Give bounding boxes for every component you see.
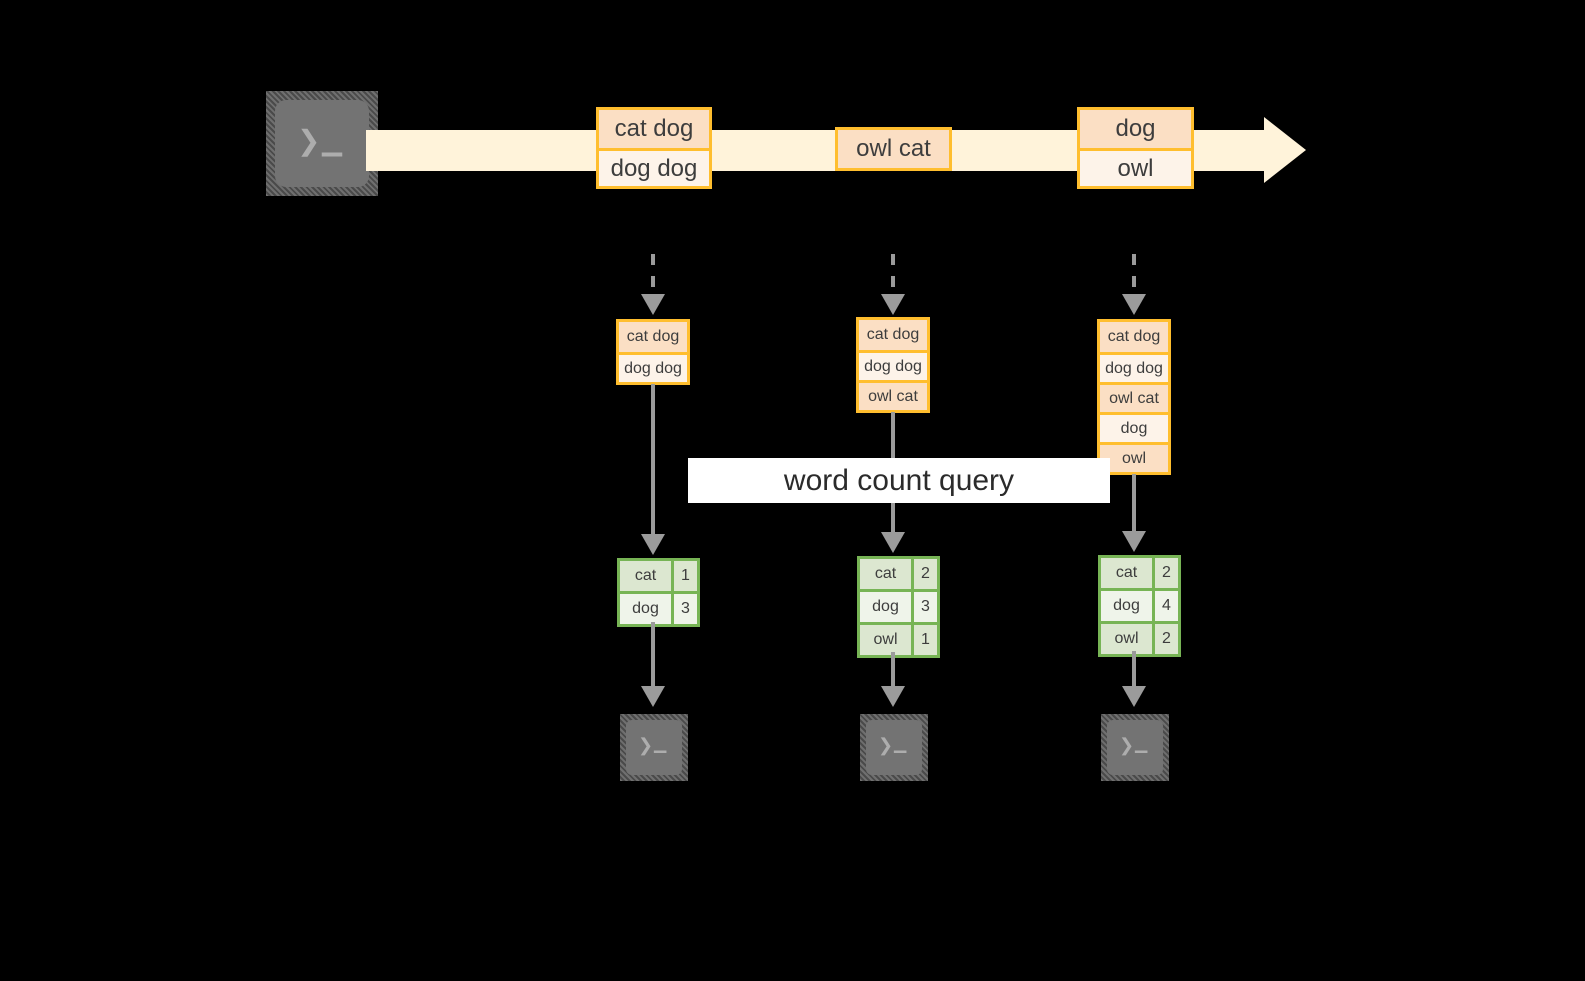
snapshot-row: dog dog xyxy=(859,350,927,380)
query-arrowhead-1 xyxy=(641,534,665,555)
result-count: 3 xyxy=(911,592,937,622)
snapshot-row: cat dog xyxy=(859,320,927,350)
materialize-connector-1 xyxy=(651,254,655,296)
terminal-cursor-glyph: ▁ xyxy=(322,126,342,156)
query-arrowhead-3 xyxy=(1122,531,1146,552)
result-word: dog xyxy=(860,592,911,622)
snapshot-row: cat dog xyxy=(1100,322,1168,352)
result-row: owl 1 xyxy=(860,622,937,655)
result-count: 2 xyxy=(911,559,937,589)
terminal-prompt-glyph: ❯ xyxy=(638,735,654,755)
sink-arrowhead-3 xyxy=(1122,686,1146,707)
snapshot-row: owl cat xyxy=(1100,382,1168,412)
snapshot-row: dog dog xyxy=(1100,352,1168,382)
terminal-prompt-glyph: ❯ xyxy=(1119,735,1135,755)
snapshot-2: cat dog dog dog owl cat xyxy=(856,317,930,413)
result-count: 1 xyxy=(671,561,697,591)
terminal-screen xyxy=(626,720,682,775)
terminal-prompt-glyph: ❯ xyxy=(297,125,321,156)
stream-event-line: cat dog xyxy=(599,110,709,148)
materialize-arrowhead-1 xyxy=(641,294,665,315)
snapshot-row: owl cat xyxy=(859,380,927,410)
result-row: cat 2 xyxy=(1101,558,1178,588)
stream-event-group-2: owl cat xyxy=(835,127,952,171)
sink-connector-3 xyxy=(1132,651,1136,688)
result-row: dog 3 xyxy=(860,589,937,622)
result-row: cat 1 xyxy=(620,561,697,591)
materialize-connector-2 xyxy=(891,254,895,296)
result-word: dog xyxy=(620,594,671,624)
query-connector-1 xyxy=(651,384,655,536)
result-word: dog xyxy=(1101,591,1152,621)
stream-event-line: owl xyxy=(1080,148,1191,186)
terminal-prompt-glyph: ❯ xyxy=(878,735,894,755)
snapshot-row: dog xyxy=(1100,412,1168,442)
stream-event-group-1: cat dog dog dog xyxy=(596,107,712,189)
source-terminal-icon: ❯ ▁ xyxy=(266,91,378,196)
input-stream-arrowhead xyxy=(1264,117,1306,183)
result-count: 3 xyxy=(671,594,697,624)
result-1: cat 1 dog 3 xyxy=(617,558,700,627)
materialize-arrowhead-3 xyxy=(1122,294,1146,315)
sink-connector-2 xyxy=(891,652,895,688)
terminal-cursor-glyph: ▁ xyxy=(1135,736,1148,753)
query-arrowhead-2 xyxy=(881,532,905,553)
terminal-screen xyxy=(275,100,369,187)
terminal-cursor-glyph: ▁ xyxy=(654,736,667,753)
stream-event-line: dog dog xyxy=(599,148,709,186)
result-count: 1 xyxy=(911,625,937,655)
result-count: 2 xyxy=(1152,624,1178,654)
result-word: cat xyxy=(620,561,671,591)
sink-arrowhead-1 xyxy=(641,686,665,707)
result-word: owl xyxy=(1101,624,1152,654)
sink-terminal-icon-3: ❯ ▁ xyxy=(1101,714,1169,781)
snapshot-1: cat dog dog dog xyxy=(616,319,690,385)
stream-event-line: dog xyxy=(1080,110,1191,148)
result-row: dog 3 xyxy=(620,591,697,624)
materialize-connector-3 xyxy=(1132,254,1136,296)
snapshot-3: cat dog dog dog owl cat dog owl xyxy=(1097,319,1171,475)
query-connector-3 xyxy=(1132,474,1136,533)
result-word: cat xyxy=(1101,558,1152,588)
materialize-arrowhead-2 xyxy=(881,294,905,315)
result-row: cat 2 xyxy=(860,559,937,589)
sink-terminal-icon-1: ❯ ▁ xyxy=(620,714,688,781)
terminal-screen xyxy=(1107,720,1163,775)
sink-terminal-icon-2: ❯ ▁ xyxy=(860,714,928,781)
sink-arrowhead-2 xyxy=(881,686,905,707)
terminal-cursor-glyph: ▁ xyxy=(894,736,907,753)
stream-event-line: owl cat xyxy=(838,130,949,168)
result-row: dog 4 xyxy=(1101,588,1178,621)
snapshot-row: owl xyxy=(1100,442,1168,472)
snapshot-row: cat dog xyxy=(619,322,687,352)
query-label: word count query xyxy=(688,458,1110,503)
stream-event-group-3: dog owl xyxy=(1077,107,1194,189)
result-word: cat xyxy=(860,559,911,589)
terminal-screen xyxy=(866,720,922,775)
sink-connector-1 xyxy=(651,622,655,688)
result-count: 2 xyxy=(1152,558,1178,588)
result-count: 4 xyxy=(1152,591,1178,621)
result-row: owl 2 xyxy=(1101,621,1178,654)
snapshot-row: dog dog xyxy=(619,352,687,382)
result-2: cat 2 dog 3 owl 1 xyxy=(857,556,940,658)
result-3: cat 2 dog 4 owl 2 xyxy=(1098,555,1181,657)
result-word: owl xyxy=(860,625,911,655)
